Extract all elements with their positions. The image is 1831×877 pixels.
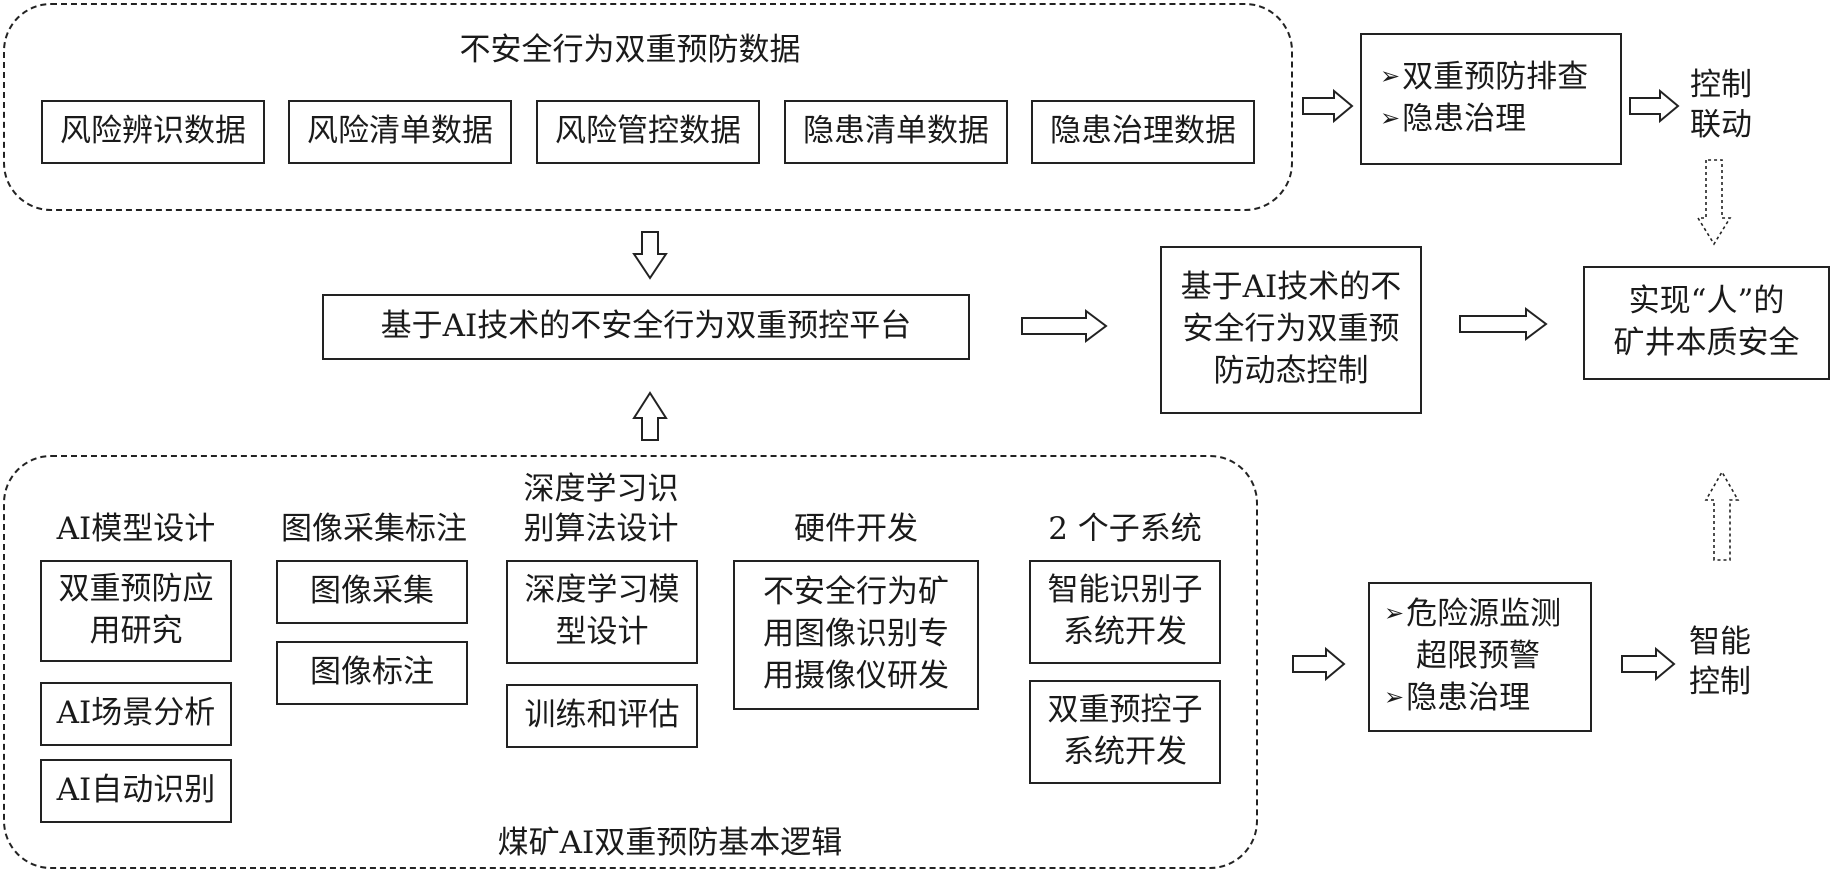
dashed-arrow-down-icon	[1696, 159, 1732, 246]
col3-header: 深度学习识 别算法设计	[523, 471, 679, 548]
arrow-down-icon	[632, 231, 668, 280]
smart-control-label: 智能 控制	[1689, 624, 1751, 701]
list-item: ➢隐患治理	[1384, 679, 1531, 716]
list-item: ➢危险源监测	[1384, 596, 1562, 633]
risk-identification-data-box: 风险辨识数据	[41, 100, 265, 164]
col2-header: 图像采集标注	[281, 511, 467, 547]
bottom-logic-group	[3, 455, 1258, 869]
image-capture-box: 图像采集	[276, 560, 468, 624]
camera-development-box: 不安全行为矿 用图像识别专 用摄像仪研发	[733, 560, 979, 710]
ai-dual-prevention-platform-box: 基于AI技术的不安全行为双重预控平台	[322, 294, 970, 360]
arrow-right-icon	[1459, 307, 1548, 341]
dynamic-control-line2: 安全行为双重预	[1182, 311, 1400, 348]
hazard-treatment-data-box: 隐患治理数据	[1031, 100, 1255, 164]
intrinsic-safety-goal-box: 实现“人”的 矿井本质安全	[1583, 266, 1830, 380]
col5-header: 2 个子系统	[1048, 511, 1202, 547]
ai-scenario-analysis-box: AI场景分析	[40, 682, 232, 746]
bottom-group-title: 煤矿AI双重预防基本逻辑	[497, 825, 843, 861]
smart-recognition-subsystem-box: 智能识别子 系统开发	[1029, 560, 1221, 664]
list-item: 超限预警	[1416, 638, 1540, 675]
top-data-group	[3, 3, 1293, 211]
bullet-arrow-icon: ➢	[1384, 682, 1405, 711]
bullet-arrow-icon: ➢	[1384, 599, 1405, 628]
image-annotation-box: 图像标注	[276, 641, 468, 705]
arrow-right-icon	[1302, 88, 1354, 124]
deep-learning-model-design-box: 深度学习模 型设计	[506, 560, 698, 664]
dual-prevention-research-box: 双重预防应 用研究	[40, 560, 232, 662]
col4-header: 硬件开发	[794, 511, 918, 547]
top-group-title: 不安全行为双重预防数据	[459, 32, 801, 68]
dual-precontrol-subsystem-box: 双重预控子 系统开发	[1029, 680, 1221, 784]
dynamic-control-box: 基于AI技术的不 安全行为双重预 防动态控制	[1160, 246, 1422, 414]
bullet-arrow-icon: ➢	[1380, 62, 1401, 91]
arrow-right-icon	[1621, 646, 1676, 682]
list-item: ➢隐患治理	[1380, 101, 1527, 137]
control-linkage-label: 控制 联动	[1690, 67, 1752, 144]
bullet-arrow-icon: ➢	[1380, 104, 1401, 132]
arrow-right-icon	[1629, 88, 1680, 124]
goal-line1: 实现“人”的	[1628, 283, 1785, 320]
top-right-list: ➢双重预防排查 ➢隐患治理	[1380, 57, 1588, 141]
risk-control-data-box: 风险管控数据	[536, 100, 760, 164]
bottom-right-list: ➢危险源监测 超限预警 ➢隐患治理	[1384, 594, 1561, 720]
dashed-arrow-up-icon	[1704, 470, 1740, 561]
ai-auto-recognition-box: AI自动识别	[40, 759, 232, 823]
dynamic-control-line1: 基于AI技术的不	[1180, 269, 1402, 306]
top-right-list-box: ➢双重预防排查 ➢隐患治理	[1360, 33, 1622, 165]
bottom-right-list-box: ➢危险源监测 超限预警 ➢隐患治理	[1368, 582, 1592, 732]
hazard-list-data-box: 隐患清单数据	[784, 100, 1008, 164]
risk-list-data-box: 风险清单数据	[288, 100, 512, 164]
training-evaluation-box: 训练和评估	[506, 684, 698, 748]
goal-line2: 矿井本质安全	[1613, 325, 1800, 361]
list-item: ➢双重预防排查	[1380, 59, 1589, 96]
dynamic-control-line3: 防动态控制	[1213, 352, 1369, 389]
arrow-right-icon	[1021, 309, 1108, 343]
arrow-up-icon	[632, 391, 668, 441]
col1-header: AI模型设计	[56, 511, 216, 547]
arrow-right-icon	[1292, 646, 1346, 682]
